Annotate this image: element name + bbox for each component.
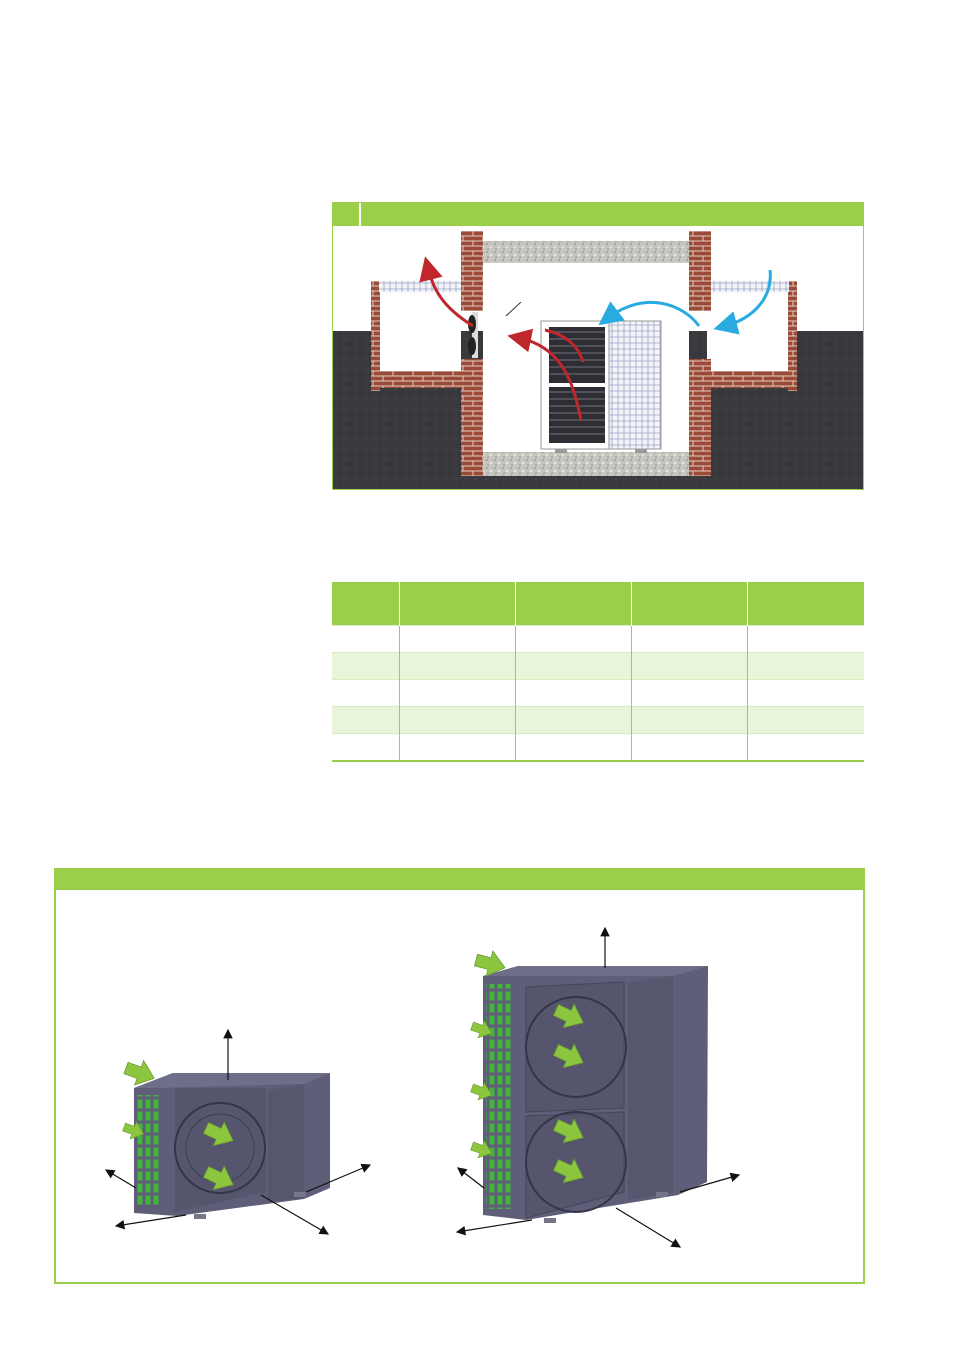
heat-pump-unit <box>540 320 662 453</box>
table-cell <box>515 652 632 680</box>
clearance-arrows-small <box>104 1028 372 1235</box>
table-cell <box>747 706 864 734</box>
table-row <box>332 625 864 653</box>
table-row <box>332 652 864 680</box>
figure-header-bar <box>56 870 863 890</box>
table-cell <box>515 625 632 653</box>
figure-header-bar <box>333 203 863 226</box>
table-cell <box>332 706 400 734</box>
clearance-table <box>332 582 864 762</box>
table-cell <box>399 679 516 707</box>
figure-number <box>333 203 361 226</box>
grate <box>379 281 461 292</box>
table-header-cell <box>631 582 748 626</box>
table-cell <box>747 625 864 653</box>
table-cell <box>631 625 748 653</box>
table-cell <box>631 652 748 680</box>
table-cell <box>515 679 632 707</box>
clearance-figure <box>54 868 865 1284</box>
table-cell <box>332 652 400 680</box>
brick-wall <box>371 281 380 391</box>
warm-airflow-arrows <box>419 256 585 422</box>
twin-fan-unit <box>468 947 708 1223</box>
table-header-cell <box>747 582 864 626</box>
table-cell <box>631 679 748 707</box>
table-header-row <box>332 582 864 626</box>
table-cell <box>515 706 632 734</box>
clearance-arrows-large <box>455 926 741 1248</box>
table-header-cell <box>515 582 632 626</box>
table-cell <box>631 733 748 762</box>
table-row <box>332 706 864 734</box>
table-cell <box>747 733 864 762</box>
table-row <box>332 679 864 707</box>
installation-figure <box>332 202 864 490</box>
table-cell <box>399 706 516 734</box>
table-cell <box>332 625 400 653</box>
table-cell <box>332 733 400 762</box>
table-cell <box>515 733 632 762</box>
table-cell <box>631 706 748 734</box>
single-fan-unit <box>120 1055 330 1219</box>
table-row <box>332 733 864 762</box>
cellar-diagram <box>333 231 863 489</box>
table-header-cell <box>399 582 516 626</box>
table-cell <box>399 625 516 653</box>
table-cell <box>747 679 864 707</box>
fan-icon <box>468 301 522 358</box>
table-header-cell <box>332 582 400 626</box>
table-cell <box>399 652 516 680</box>
table-cell <box>747 652 864 680</box>
units-diagram <box>104 926 741 1248</box>
cold-airflow-arrows <box>598 269 772 335</box>
table-cell <box>399 733 516 762</box>
gravel-slab <box>483 241 689 263</box>
table-cell <box>332 679 400 707</box>
